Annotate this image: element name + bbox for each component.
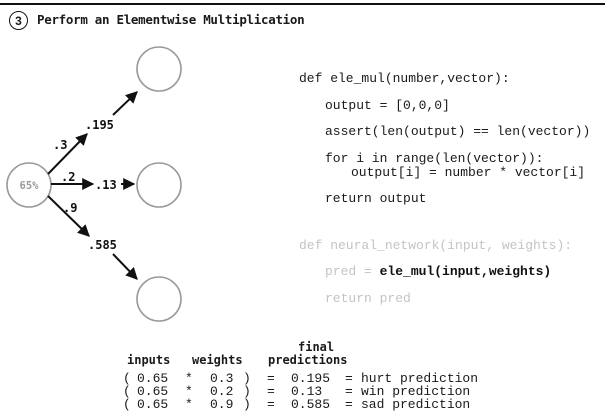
row-weight: 0.2	[210, 384, 234, 399]
code-line-assign: output[i] = number * vector[i]	[351, 165, 586, 180]
top-rule	[0, 3, 605, 5]
page-title: Perform an Elementwise Multiplication	[37, 12, 305, 27]
weight-label-sad: .9	[63, 201, 77, 215]
row-weight: 0.3	[210, 371, 234, 386]
output-arrow-sad	[112, 253, 138, 280]
step-number-badge: 3	[9, 11, 28, 30]
weight-label-win: .2	[61, 170, 75, 184]
row-equals: =	[267, 371, 275, 386]
row-equals-label: =	[345, 384, 353, 399]
row-equals: =	[267, 384, 275, 399]
output-node-hurt	[136, 46, 182, 92]
row-multiply: *	[185, 397, 193, 412]
row-result: 0.585	[291, 397, 331, 412]
row-label: sad prediction	[361, 397, 471, 412]
code-line-assert: assert(len(output) == len(vector))	[325, 124, 591, 139]
code-line-return-pred: return pred	[325, 291, 411, 306]
row-input: 0.65	[137, 384, 169, 399]
row-multiply: *	[185, 371, 193, 386]
row-multiply: *	[185, 384, 193, 399]
row-equals: =	[267, 397, 275, 412]
code-def-ele-mul: def ele_mul(number,vector):	[299, 71, 510, 86]
row-weight: 0.9	[210, 397, 234, 412]
output-node-sad	[136, 276, 182, 322]
row-input: 0.65	[137, 397, 169, 412]
row-open-paren: (	[123, 384, 131, 399]
table-header-predictions: predictions	[268, 353, 348, 367]
row-equals-label: =	[345, 397, 353, 412]
code-def-neural-network: def neural_network(input, weights):	[299, 238, 573, 253]
code-line-pred: pred = ele_mul(input,weights)	[325, 265, 551, 278]
code-line-output-init: output = [0,0,0]	[325, 98, 450, 113]
row-result: 0.195	[291, 371, 331, 386]
output-value-win: .13	[95, 178, 117, 192]
output-value-hurt: .195	[85, 118, 114, 132]
input-node-label: 65%	[20, 180, 40, 192]
row-equals-label: =	[345, 371, 353, 386]
table-header-weights: weights	[192, 353, 243, 367]
code-pred-prefix: pred =	[325, 264, 380, 279]
table-header-inputs: inputs	[127, 353, 171, 367]
row-close-paren: )	[243, 397, 251, 412]
output-arrow-hurt	[112, 91, 138, 116]
weight-arrow-sad	[47, 195, 90, 237]
table-header-final: final	[298, 340, 335, 354]
row-label: hurt prediction	[361, 371, 479, 386]
code-pred-call: ele_mul(input,weights)	[379, 264, 552, 279]
row-input: 0.65	[137, 371, 169, 386]
row-close-paren: )	[243, 384, 251, 399]
row-close-paren: )	[243, 371, 251, 386]
weight-label-hurt: .3	[53, 138, 67, 152]
row-open-paren: (	[123, 397, 131, 412]
code-line-return-output: return output	[325, 191, 427, 206]
row-result: 0.13	[291, 384, 323, 399]
output-value-sad: .585	[88, 238, 117, 252]
output-node-win	[136, 162, 182, 208]
weight-arrow-hurt	[47, 133, 88, 175]
row-open-paren: (	[123, 371, 131, 386]
code-line-for: for i in range(len(vector)):	[325, 151, 544, 166]
row-label: win prediction	[361, 384, 471, 399]
